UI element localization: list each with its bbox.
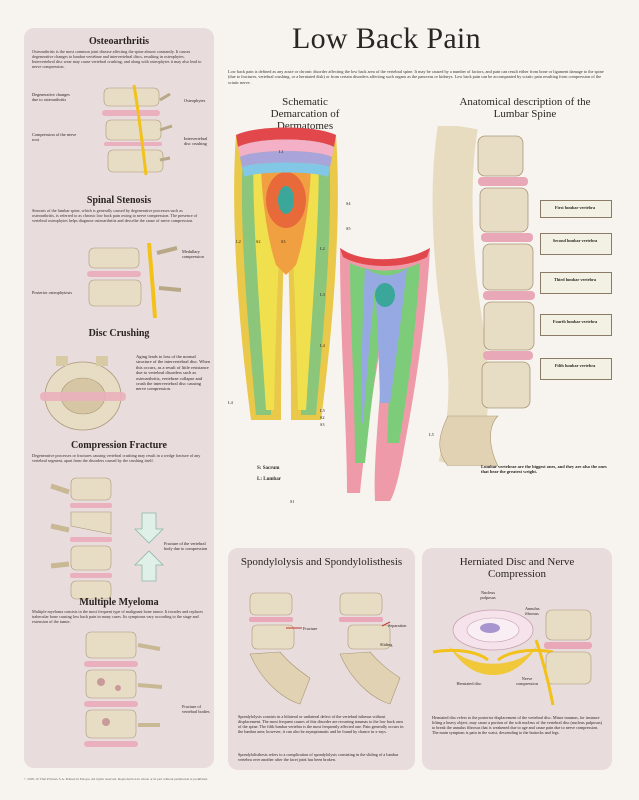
spinal-stenosis-illustration xyxy=(87,243,182,318)
vertebra-label-5: Fifth lumbar vertebra xyxy=(554,363,596,368)
derm-label-s5: S5 xyxy=(346,226,351,231)
vertebra-box-4 xyxy=(540,314,612,336)
legend-sacrum: S: Sacrum xyxy=(257,466,280,471)
spinal-stenosis-title: Spinal Stenosis xyxy=(86,195,152,206)
multiple-myeloma-title: Multiple Myeloma xyxy=(79,597,159,608)
label-degenerative: Degenerative changes due to osteoarthrit… xyxy=(32,92,70,102)
derm-label-l2: L2 xyxy=(236,239,241,244)
derm-label-s2: S3 xyxy=(281,239,286,244)
derm-label-l4-b: L4 xyxy=(228,400,233,405)
osteoarthritis-title: Osteoarthritis xyxy=(89,36,149,47)
label-sliding: Sliding xyxy=(380,642,393,647)
label-herniated-disc: Herniated disc xyxy=(456,681,482,686)
vertebra-label-4: Fourth lumbar vertebra xyxy=(552,319,598,324)
multiple-myeloma-illustration xyxy=(84,631,163,747)
compression-fracture-text: Degenerative processes or fractures caus… xyxy=(32,453,201,464)
label-nucleus-pulposus: Nucleus pulposus xyxy=(480,590,496,600)
derm-label-l5: L5 xyxy=(320,408,325,413)
compression-fracture-title: Compression Fracture xyxy=(70,440,167,451)
derm-label-l5-b: L5 xyxy=(429,432,434,437)
label-nerve-compression: Nerve compression xyxy=(516,676,538,686)
derm-label-l4: L4 xyxy=(320,343,325,348)
derm-label-l2-b: L2 xyxy=(320,246,325,251)
osteoarthritis-text: Osteoarthritis is the most common joint … xyxy=(32,49,202,70)
footer-copyright: © 2005-10 Vital Pictures S.A. Printed in… xyxy=(24,777,208,781)
vertebra-box-2 xyxy=(540,233,612,255)
derm-label-s1: S2 xyxy=(256,239,261,244)
derm-label-l3: L3 xyxy=(320,292,325,297)
spondylolysis-text-2: Spondylolisthesis refers to a complicati… xyxy=(238,752,399,762)
legend-lumbar: L: Lumbar xyxy=(257,477,282,482)
disc-crushing-illustration xyxy=(40,356,126,431)
page-title: Low Back Pain xyxy=(292,22,481,55)
label-posterior-osteophytosis: Posterior osteophytosis xyxy=(32,290,72,295)
lumbar-spine-caption: Lumbar vertebrae are the biggest ones, a… xyxy=(481,464,607,475)
label-separation: Separation xyxy=(388,623,407,628)
lumbar-spine-title: Anatomical description of the Lumbar Spi… xyxy=(459,96,591,120)
disc-crushing-title: Disc Crushing xyxy=(88,328,150,339)
spondylolysis-title: Spondylolysis and Spondylolisthesis xyxy=(240,556,403,568)
left-panel: Osteoarthritis Osteoarthritis is the mos… xyxy=(24,28,214,768)
compression-fracture-illustration xyxy=(50,477,112,600)
vertebra-box-5 xyxy=(540,358,612,380)
label-osteophytes: Osteophytes xyxy=(184,98,206,103)
derm-label-s3: S3 xyxy=(320,422,325,427)
herniated-text: Herniated disc refers to the posterior d… xyxy=(432,715,603,735)
vertebra-box-1 xyxy=(540,200,612,218)
compression-arrows-icon xyxy=(134,512,164,582)
derm-label-s1-b: S1 xyxy=(290,499,295,504)
herniated-illustration xyxy=(432,609,592,706)
lumbar-spine-illustration xyxy=(432,126,535,466)
label-annulus-fibrosus: Annulus fibrosus xyxy=(525,606,540,616)
dermatomes-back-illustration xyxy=(234,127,338,420)
derm-label-s2-b: S2 xyxy=(320,415,325,420)
spinal-stenosis-text: Stenosis of the lumbar spine, which is g… xyxy=(32,208,198,224)
intro-text: Low back pain is defined as any acute or… xyxy=(228,69,604,85)
dermatomes-front-illustration xyxy=(340,248,430,501)
vertebra-box-3 xyxy=(540,272,612,294)
spondylolysis-illustration xyxy=(249,592,401,705)
label-fracture-vertebral-bodies: Fracture of vertebral bodies xyxy=(182,704,210,714)
vertebra-label-1: First lumbar vertebra xyxy=(554,205,596,210)
derm-label-s4: S4 xyxy=(346,201,351,206)
osteoarthritis-illustration xyxy=(102,84,173,176)
label-fracture: Fracture xyxy=(303,626,318,631)
label-compression-nerve: Compression of the nerve root xyxy=(32,132,77,142)
multiple-myeloma-text: Multiple myeloma consists in the most fr… xyxy=(32,609,203,625)
herniated-title: Herniated Disc and Nerve Compression xyxy=(459,556,575,580)
label-fracture-vertebral-body: Fracture of the vertebral body due to co… xyxy=(164,541,208,551)
spondylolysis-text-1: Spondylolysis consists in a bilateral or… xyxy=(238,714,404,734)
vertebra-label-3: Third lumbar vertebra xyxy=(553,277,597,282)
disc-crushing-text: Aging leads to loss of the normal struct… xyxy=(136,354,210,392)
derm-label-l1: L1 xyxy=(279,149,284,154)
label-disc-crushing: Intervertebral disc crushing xyxy=(184,136,208,146)
label-medullary-compression: Medullary compression xyxy=(182,249,204,259)
vertebra-label-2: Second lumbar vertebra xyxy=(552,238,598,243)
